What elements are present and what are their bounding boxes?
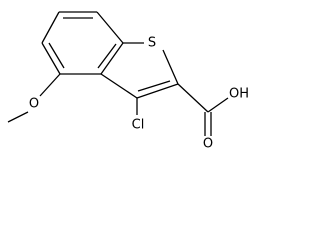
- bond-c3a-c7a-inner: [97, 43, 117, 69]
- structure-diagram: S Cl OH O O: [7, 11, 249, 152]
- atom-label-sulfur: S: [148, 36, 156, 51]
- bond-c2-c3-inner: [137, 80, 171, 92]
- bond-c7a-c7: [96, 11, 124, 44]
- bonds: [7, 11, 229, 136]
- atom-label-carbonyl-oxygen: O: [203, 137, 213, 152]
- atom-label-hydroxyl: OH: [229, 87, 249, 102]
- bond-c2-cooh: [177, 83, 209, 113]
- bond-c5-c4-inner: [48, 42, 65, 69]
- bond-s1-c2: [162, 49, 179, 85]
- bond-c2-c3: [136, 83, 179, 99]
- bond-c5-c4: [41, 42, 61, 75]
- atom-label-chlorine: Cl: [132, 118, 145, 133]
- bond-c3-c3a: [100, 73, 138, 99]
- atom-labels: S Cl OH O O: [29, 36, 249, 152]
- atom-label-ether-oxygen: O: [29, 97, 39, 112]
- bond-c4-o-methoxy: [39, 73, 61, 97]
- bond-c-oh: [207, 97, 229, 113]
- bond-c6-c5: [41, 11, 60, 44]
- bond-o-ch3: [7, 111, 29, 123]
- bond-c3a-c7a: [100, 42, 124, 75]
